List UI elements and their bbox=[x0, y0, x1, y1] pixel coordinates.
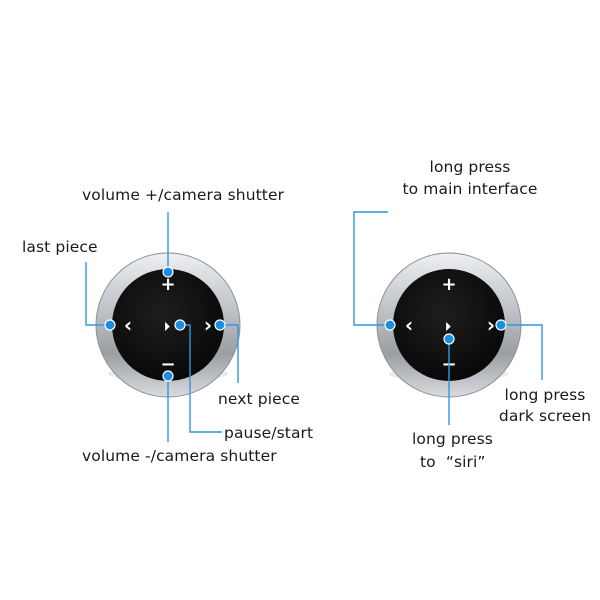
label-main-interface-line2: to main interface bbox=[402, 180, 538, 198]
dot-volume-down bbox=[162, 370, 174, 382]
callout-line-last-piece bbox=[85, 262, 110, 326]
label-dark-screen-line1: long press bbox=[504, 386, 586, 404]
right-media-button: + − ‹ › ⏵ bbox=[376, 252, 522, 398]
label-dark-screen: long press dark screen bbox=[492, 386, 598, 425]
label-next-piece: next piece bbox=[218, 390, 301, 408]
label-volume-down: volume -/camera shutter bbox=[82, 447, 277, 465]
callout-line-dark-screen bbox=[501, 324, 543, 380]
right-play-pause-glyph[interactable]: ⏵ bbox=[445, 320, 452, 335]
callout-dots bbox=[104, 266, 507, 382]
label-volume-up: volume +/camera shutter bbox=[82, 186, 285, 204]
dot-siri bbox=[443, 333, 455, 345]
callout-line-main-interface bbox=[353, 211, 390, 326]
label-dark-screen-line2: dark screen bbox=[498, 407, 592, 425]
dot-pause-start bbox=[174, 319, 186, 331]
dot-volume-up bbox=[162, 266, 174, 278]
label-last-piece: last piece bbox=[22, 238, 98, 256]
left-volume-up-glyph[interactable]: + bbox=[160, 274, 175, 295]
label-siri-line2: to “siri” bbox=[420, 453, 486, 471]
label-pause-start: pause/start bbox=[224, 424, 314, 442]
dot-last-piece bbox=[104, 319, 116, 331]
label-siri: long press to “siri” bbox=[412, 430, 493, 471]
label-siri-line1: long press bbox=[412, 430, 493, 448]
left-play-pause-glyph[interactable]: ⏵ bbox=[164, 320, 171, 335]
label-main-interface: long press to main interface bbox=[380, 158, 560, 198]
right-button-face bbox=[393, 269, 505, 381]
left-volume-down-glyph[interactable]: − bbox=[160, 354, 175, 375]
label-main-interface-line1: long press bbox=[429, 158, 511, 176]
left-media-button: + − ‹ › ⏵ bbox=[95, 252, 241, 398]
right-prev-glyph[interactable]: ‹ bbox=[405, 313, 413, 337]
left-button-face bbox=[112, 269, 224, 381]
left-next-glyph[interactable]: › bbox=[204, 313, 212, 337]
right-next-glyph[interactable]: › bbox=[487, 313, 495, 337]
dot-next-piece bbox=[214, 319, 226, 331]
dot-dark-screen bbox=[495, 319, 507, 331]
right-volume-up-glyph[interactable]: + bbox=[441, 274, 456, 295]
callout-line-next-piece bbox=[220, 324, 239, 383]
left-callouts bbox=[85, 212, 239, 442]
callout-line-pause-start bbox=[182, 324, 222, 433]
left-prev-glyph[interactable]: ‹ bbox=[124, 313, 132, 337]
dot-main-interface bbox=[384, 319, 396, 331]
right-callouts bbox=[353, 211, 543, 425]
